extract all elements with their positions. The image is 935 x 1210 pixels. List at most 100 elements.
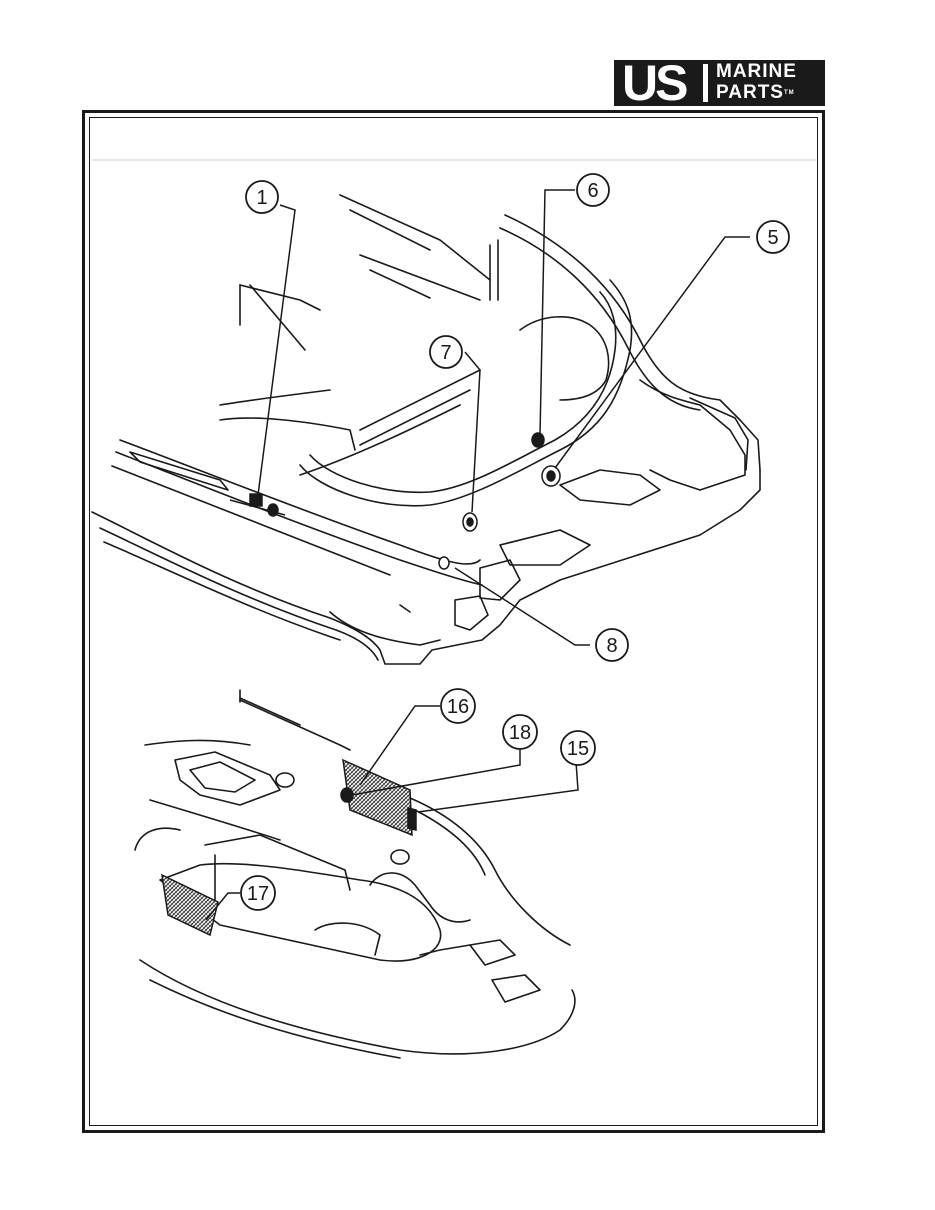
part-17-mesh-panel xyxy=(161,873,219,937)
deck-top-line-4 xyxy=(369,269,431,299)
gunwale-line-1 xyxy=(119,439,481,565)
bollard-right xyxy=(390,849,410,865)
storage-inner-recess xyxy=(314,922,381,956)
gunwale-line-2 xyxy=(115,451,483,586)
seat-edge-3 xyxy=(249,284,306,351)
deck-top-line-1 xyxy=(339,194,491,281)
diagram-frame-outer xyxy=(82,110,825,1133)
upper-leader-lines xyxy=(257,189,750,646)
stern-inner-arc xyxy=(499,227,701,411)
callout-6-circle xyxy=(576,173,610,207)
lower-gunwale-inner xyxy=(239,697,301,726)
lower-right-gunwale-inner xyxy=(414,809,486,876)
hull-outer-edge xyxy=(91,469,761,665)
cockpit-rim-inner xyxy=(309,291,617,494)
callout-8-label: 8 xyxy=(606,635,617,657)
seat-edge-1 xyxy=(239,284,321,311)
callout-1-label: 1 xyxy=(256,187,267,209)
callout-7-circle xyxy=(429,335,463,369)
part-5-grommet-core xyxy=(546,470,556,482)
callout-16-circle xyxy=(440,688,476,724)
callout-16-label: 16 xyxy=(447,696,469,718)
callout-6-label: 6 xyxy=(587,180,598,202)
leader-15 xyxy=(417,747,579,813)
callout-15: 15 xyxy=(560,730,596,766)
callout-5: 5 xyxy=(756,220,790,254)
deck-tray-edge-4 xyxy=(359,389,471,446)
callout-17-label: 17 xyxy=(247,883,269,905)
logo-trademark: TM xyxy=(783,90,795,96)
lower-parts xyxy=(161,758,417,937)
left-pad xyxy=(174,751,281,806)
callout-7-label: 7 xyxy=(440,342,451,364)
leader-6 xyxy=(539,189,575,436)
left-deck-recess xyxy=(129,451,229,491)
leader-7 xyxy=(464,351,481,513)
storage-compartment-back xyxy=(204,834,351,891)
deck-top-line-3 xyxy=(359,254,481,301)
stern-detail xyxy=(399,604,411,613)
callout-17: 17 xyxy=(240,875,276,911)
part-18-fastener xyxy=(340,787,354,803)
stern-step-outline xyxy=(639,379,746,491)
callout-18-label: 18 xyxy=(509,722,531,744)
bow-edge xyxy=(419,944,471,956)
leader-1 xyxy=(257,204,296,496)
bollard-left xyxy=(275,772,295,788)
logo-parts-word: PARTS xyxy=(716,82,784,103)
part-1-strap xyxy=(229,499,286,516)
deck-tray-edge-3 xyxy=(359,369,481,431)
leader-17 xyxy=(205,892,240,921)
stern-outer-arc xyxy=(504,214,761,471)
part-8-plug xyxy=(438,556,450,570)
callout-15-label: 15 xyxy=(567,738,589,760)
callout-18-circle xyxy=(502,714,538,750)
hull-lower-rail-2 xyxy=(103,541,341,641)
deck-tray-edge-5 xyxy=(299,404,461,476)
callout-8: 8 xyxy=(595,628,629,662)
deck-tray-edge-1 xyxy=(219,389,331,406)
lower-hull-outer xyxy=(139,959,576,1055)
storage-compartment-rim xyxy=(159,862,442,962)
callout-15-circle xyxy=(560,730,596,766)
bow-vent-1 xyxy=(469,939,516,966)
stern-step-edge xyxy=(689,397,749,471)
upper-parts xyxy=(229,432,561,570)
lower-hull-rail xyxy=(149,979,401,1059)
lower-deck-edge-1 xyxy=(144,739,251,746)
lower-gunwale-top xyxy=(239,699,351,751)
left-bow-curve xyxy=(134,827,181,851)
swim-platform-pad-3 xyxy=(479,559,521,601)
logo-divider xyxy=(703,64,708,102)
deck-tray-edge-2 xyxy=(219,417,356,451)
part-7-drain-plug-core xyxy=(466,517,474,527)
leader-8 xyxy=(454,567,590,646)
callout-5-label: 5 xyxy=(767,227,778,249)
stern-bumper xyxy=(329,611,441,646)
logo-parts-text: PARTSTM xyxy=(716,83,795,103)
lower-hull-view xyxy=(134,689,576,1059)
callout-18: 18 xyxy=(502,714,538,750)
callout-16: 16 xyxy=(440,688,476,724)
upper-hull-view xyxy=(91,194,761,665)
callout-6: 6 xyxy=(576,173,610,207)
cockpit-rim-outer xyxy=(299,279,633,507)
swim-platform-pad-1 xyxy=(559,469,661,506)
deck-top-line-2 xyxy=(349,209,431,251)
swim-platform-pad-4 xyxy=(454,595,489,631)
callout-1: 1 xyxy=(245,180,279,214)
left-pad-inner xyxy=(189,761,256,793)
lower-deck-edge-2 xyxy=(149,799,281,841)
part-1-fastener xyxy=(249,493,263,507)
front-hatch-curve xyxy=(369,872,471,923)
part-15-clip xyxy=(407,807,417,831)
callout-5-circle xyxy=(756,220,790,254)
hull-lower-rail xyxy=(99,527,379,661)
lower-right-gunwale xyxy=(409,797,571,946)
callout-7: 7 xyxy=(429,335,463,369)
logo-us-text: US xyxy=(622,55,688,111)
leader-16 xyxy=(359,705,440,786)
callout-17-circle xyxy=(240,875,276,911)
us-marine-parts-logo: US MARINE PARTSTM xyxy=(614,55,825,111)
